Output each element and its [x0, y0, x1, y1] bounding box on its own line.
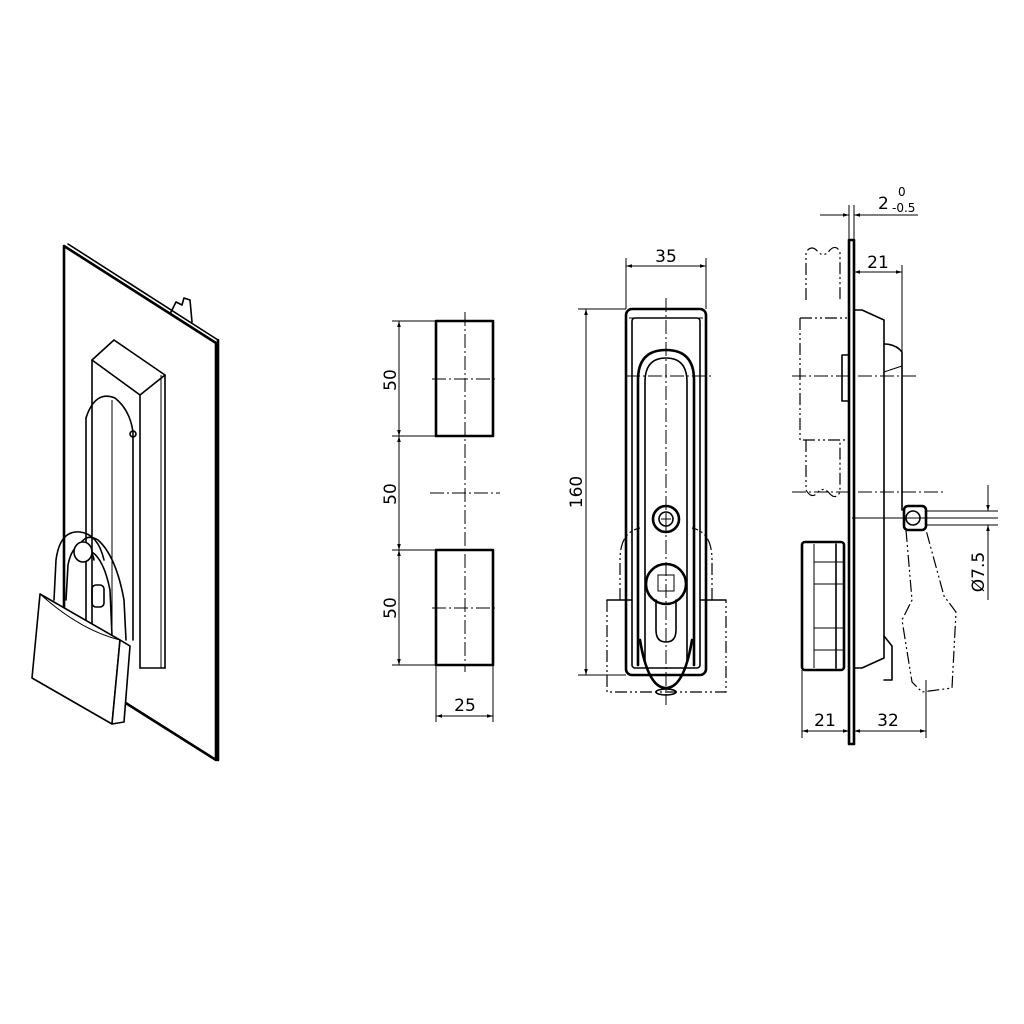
cutout-width-label: 25	[454, 696, 476, 716]
rear-depth-label: 21	[814, 711, 836, 731]
top-depth-label: 21	[867, 253, 889, 273]
front-view: 35 160	[567, 247, 727, 705]
cutout-top-height-label: 50	[381, 369, 401, 391]
panel-tolerance-lower: -0.5	[892, 201, 915, 215]
cutout-view: 50 50 50 25	[381, 312, 500, 722]
panel-tolerance-upper: 0	[898, 185, 906, 199]
rear-clip-icon	[169, 297, 193, 323]
handle-lever	[85, 395, 137, 641]
front-height-label: 160	[567, 476, 587, 508]
side-view: 2 0 -0.5 21 Ø7.5 21 32	[792, 185, 998, 746]
padlock-icon	[31, 531, 131, 725]
front-housing	[853, 309, 885, 669]
cutout-gap-height-label: 50	[381, 483, 401, 505]
isometric-view	[31, 243, 220, 762]
panel-thickness-label: 2	[878, 194, 889, 214]
swung-handle-phantom	[901, 529, 957, 693]
cutout-bottom-height-label: 50	[381, 597, 401, 619]
hole-diameter-label: Ø7.5	[969, 552, 989, 592]
front-width-label: 35	[655, 247, 677, 267]
front-depth-label: 32	[877, 711, 899, 731]
rear-lock-body	[800, 540, 846, 672]
